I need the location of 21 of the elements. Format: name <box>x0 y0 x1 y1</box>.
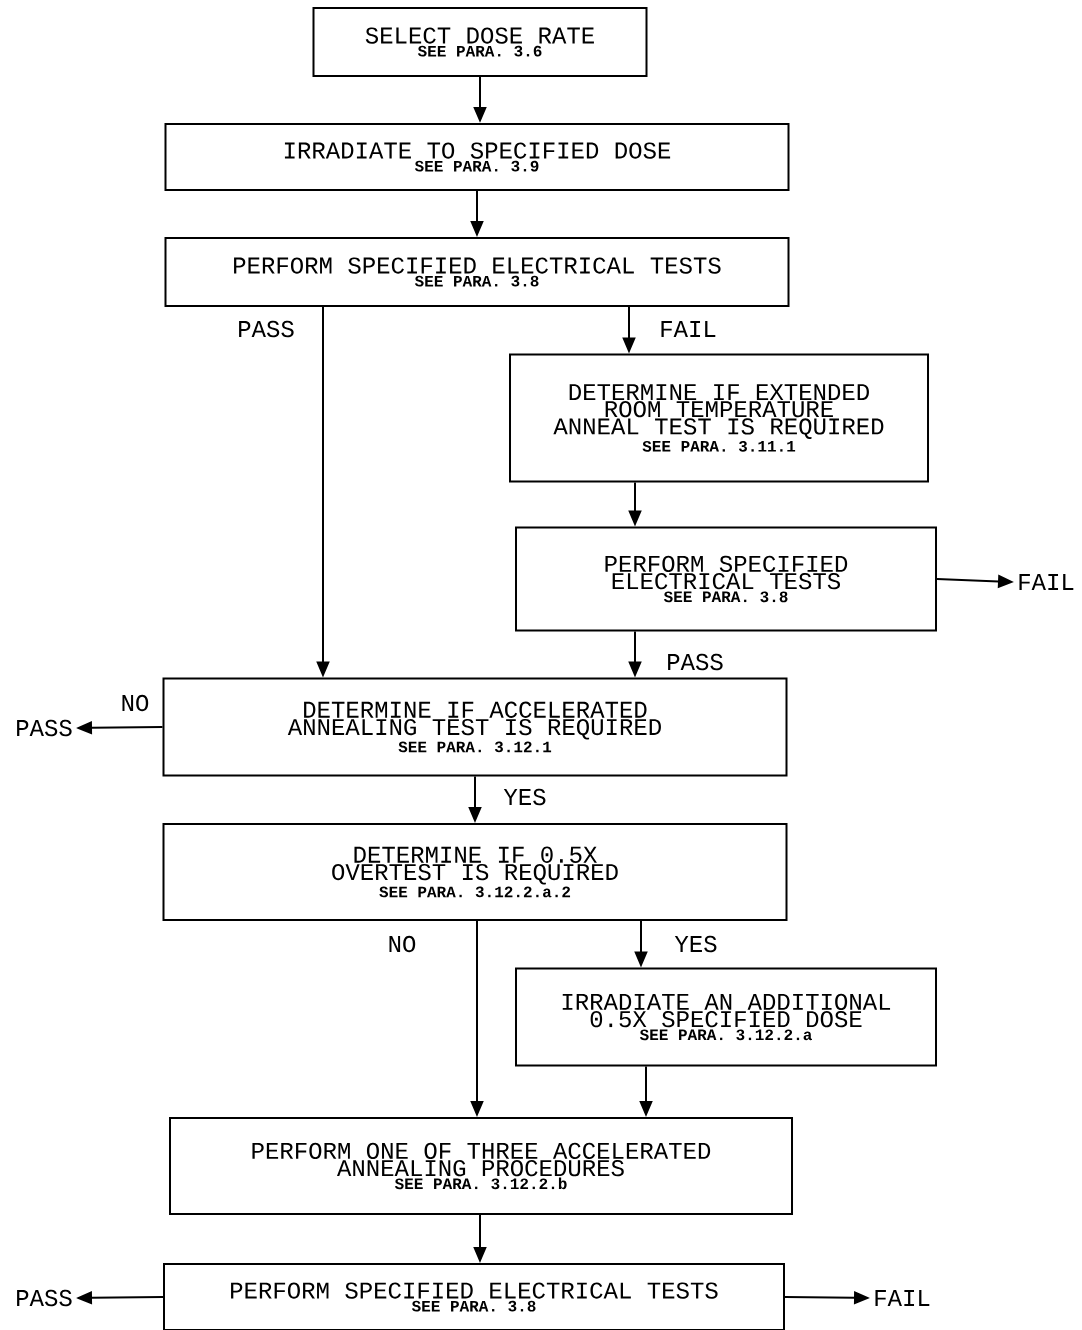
process-box: PERFORM SPECIFIED ELECTRICAL TESTS SEE PARA. 3.8 <box>164 237 790 307</box>
edge-label: YES <box>674 935 717 953</box>
terminal-label: PASS <box>17 719 72 737</box>
process-box: DETERMINE IF EXTENDED ROOM TEMPERATURE ANNEAL TEST IS REQUIRED SEE PARA. 3.11.1 <box>509 353 929 483</box>
edge-label: YES <box>503 788 546 806</box>
edge-label: NO <box>122 694 149 712</box>
edge-label: PASS <box>668 653 723 671</box>
process-box: DETERMINE IF 0.5X OVERTEST IS REQUIRED SEE PARA. 3.12.2.a.2 <box>162 823 788 921</box>
process-box: PERFORM ONE OF THREE ACCELERATED ANNEALING PROCEDURES SEE PARA. 3.12.2.b <box>169 1117 793 1215</box>
terminal-label: FAIL <box>1019 574 1074 590</box>
edge-label: FAIL <box>661 321 716 337</box>
edge-label: NO <box>389 935 416 953</box>
terminal-label: FAIL <box>875 1290 930 1306</box>
edge-label: PASS <box>239 320 294 338</box>
process-box: IRRADIATE AN ADDITIONAL 0.5X SPECIFIED DOSE SEE PARA. 3.12.2.a <box>515 967 937 1067</box>
process-box: PERFORM SPECIFIED ELECTRICAL TESTS SEE PARA. 3.8 <box>163 1263 785 1330</box>
terminal-label: PASS <box>17 1289 72 1307</box>
process-box: IRRADIATE TO SPECIFIED DOSE SEE PARA. 3.9 <box>164 123 790 191</box>
process-box: PERFORM SPECIFIED ELECTRICAL TESTS SEE PARA. 3.8 <box>515 526 937 632</box>
process-box: SELECT DOSE RATE SEE PARA. 3.6 <box>312 7 648 77</box>
process-box: DETERMINE IF ACCELERATED ANNEALING TEST IS REQUIRED SEE PARA. 3.12.1 <box>162 677 788 777</box>
